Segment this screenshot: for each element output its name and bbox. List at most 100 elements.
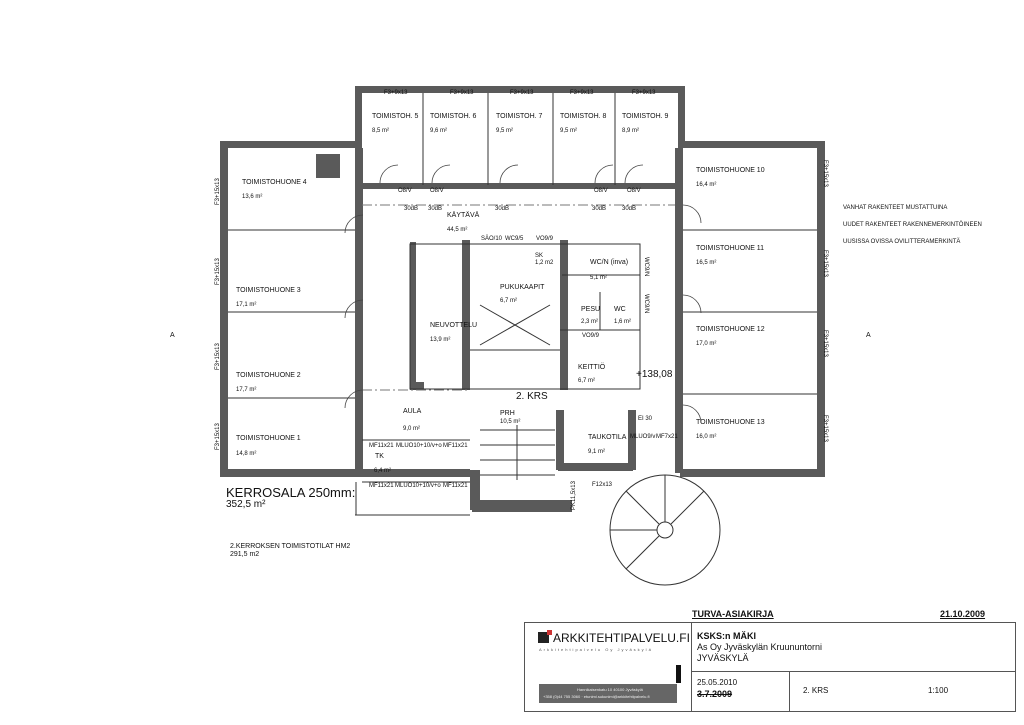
svg-text:13,6 m²: 13,6 m² xyxy=(242,194,262,200)
svg-text:O8/V: O8/V xyxy=(398,188,412,194)
svg-text:NEUVOTTELU: NEUVOTTELU xyxy=(430,322,477,329)
svg-text:9,0 m²: 9,0 m² xyxy=(403,426,420,432)
svg-text:VO9/9: VO9/9 xyxy=(536,236,554,242)
kerrosala-title: KERROSALA 250mm: xyxy=(226,485,356,500)
svg-text:9,6 m²: 9,6 m² xyxy=(430,128,447,134)
revision-date: 25.05.2010 xyxy=(697,678,738,687)
side-window-label: F3+15x13 xyxy=(822,330,828,358)
svg-text:8,9 m²: 8,9 m² xyxy=(622,128,639,134)
svg-text:WC9/5: WC9/5 xyxy=(505,236,524,242)
kerrosala-value: 352,5 m² xyxy=(226,499,266,510)
address-bar: Hannikaisenkatu 10 40100 Jyväskylä +358 … xyxy=(539,684,677,703)
svg-text:9,5 m²: 9,5 m² xyxy=(496,128,513,134)
svg-text:F3+9x13: F3+9x13 xyxy=(384,90,408,96)
office-area-title: 2.KERROKSEN TOIMISTOTILAT HM2 xyxy=(230,543,351,550)
logo-mark-icon xyxy=(538,630,552,643)
svg-text:O8/V: O8/V xyxy=(594,188,608,194)
legend-item: VANHAT RAKENTEET MUSTATTUINA xyxy=(843,205,948,211)
svg-text:30dB: 30dB xyxy=(404,206,418,212)
svg-text:5,1 m²: 5,1 m² xyxy=(590,275,607,281)
svg-text:KÄYTÄVÄ: KÄYTÄVÄ xyxy=(447,211,480,219)
section-mark-left: A xyxy=(170,332,175,339)
svg-text:F3+9x13: F3+9x13 xyxy=(510,90,534,96)
svg-text:9,5 m²: 9,5 m² xyxy=(560,128,577,134)
city: JYVÄSKYLÄ xyxy=(697,653,749,663)
section-mark-right: A xyxy=(866,332,871,339)
svg-text:TOIMISTOH. 6: TOIMISTOH. 6 xyxy=(430,113,477,120)
address: Hannikaisenkatu 10 40100 Jyväskylä xyxy=(577,687,643,692)
svg-text:9,1 m²: 9,1 m² xyxy=(588,449,605,455)
window-labels: F3+9x13 F3+9x13 F3+9x13 F3+9x13 F3+9x13 … xyxy=(215,90,828,510)
partitions xyxy=(228,93,817,516)
svg-text:F3+9x13: F3+9x13 xyxy=(450,90,474,96)
svg-text:AULA: AULA xyxy=(403,408,422,415)
side-window-label: F3+15x13 xyxy=(215,177,221,205)
svg-text:TOIMISTOH. 5: TOIMISTOH. 5 xyxy=(372,113,419,120)
scale-label: 1:100 xyxy=(928,686,949,695)
svg-text:TOIMISTOHUONE 3: TOIMISTOHUONE 3 xyxy=(236,287,301,294)
elevation-label: +138,08 xyxy=(636,369,673,380)
svg-text:30dB: 30dB xyxy=(622,206,636,212)
doors xyxy=(344,164,702,424)
svg-text:6,7 m²: 6,7 m² xyxy=(578,378,595,384)
svg-text:TOIMISTOHUONE 11: TOIMISTOHUONE 11 xyxy=(696,245,764,252)
svg-text:F3+9x13: F3+9x13 xyxy=(570,90,594,96)
side-window-label: F3+15x13 xyxy=(822,250,828,278)
wc-door-label: WC9/N xyxy=(643,257,649,276)
svg-text:16,5 m²: 16,5 m² xyxy=(696,260,716,266)
sheet-label: 2. KRS xyxy=(803,686,829,695)
svg-text:30dB: 30dB xyxy=(495,206,509,212)
svg-text:MF11x21: MF11x21 xyxy=(369,443,394,449)
svg-text:TOIMISTOH. 9: TOIMISTOH. 9 xyxy=(622,113,669,120)
legend-item: UUDET RAKENTEET RAKENNEMERKINTÖINEEN xyxy=(843,222,982,228)
svg-text:WC: WC xyxy=(614,306,626,313)
side-window-label: F3+15x13 xyxy=(215,422,221,450)
svg-text:6,7 m²: 6,7 m² xyxy=(500,298,517,304)
side-window-label: F3+15x13 xyxy=(215,257,221,285)
svg-text:O8/V: O8/V xyxy=(430,188,444,194)
svg-text:F3+9x13: F3+9x13 xyxy=(632,90,656,96)
room-labels: TOIMISTOH. 5 8,5 m² TOIMISTOH. 6 9,6 m² TO… xyxy=(236,113,765,474)
company-logo: ARKKITEHTIPALVELU.FI Arkkitehtipalvelu O… xyxy=(525,623,692,711)
svg-text:MF11x21: MF11x21 xyxy=(443,443,468,449)
side-window-label: F3+15x13 xyxy=(822,415,828,443)
svg-text:TAUKOTILA: TAUKOTILA xyxy=(588,434,627,441)
svg-text:30dB: 30dB xyxy=(428,206,442,212)
svg-text:SÄO/10: SÄO/10 xyxy=(481,235,503,242)
wc-door-label: WC9/N xyxy=(643,294,649,313)
legend: VANHAT RAKENTEET MUSTATTUINA UUDET RAKEN… xyxy=(843,200,982,251)
walls xyxy=(220,86,825,512)
svg-text:1,2 m2: 1,2 m2 xyxy=(535,260,554,266)
svg-text:PUKUKAAPIT: PUKUKAAPIT xyxy=(500,284,545,291)
svg-text:O8/V: O8/V xyxy=(627,188,641,194)
svg-text:8,5 m²: 8,5 m² xyxy=(372,128,389,134)
svg-text:PESU: PESU xyxy=(581,306,600,313)
document-type: TURVA-ASIAKIRJA xyxy=(692,609,774,619)
svg-text:MLUO9/v: MLUO9/v xyxy=(630,434,655,440)
floor-label: 2. KRS xyxy=(516,391,548,402)
side-window-label: F3+15x13 xyxy=(215,342,221,370)
svg-text:MF11x21: MF11x21 xyxy=(443,483,468,489)
svg-text:10,5 m²: 10,5 m² xyxy=(500,419,520,425)
svg-text:SK: SK xyxy=(535,253,543,259)
company-subtitle: Arkkitehtipalvelu Oy Jyväskylä xyxy=(539,647,653,652)
company-name: ARKKITEHTIPALVELU.FI xyxy=(553,631,690,645)
svg-text:TOIMISTOH. 8: TOIMISTOH. 8 xyxy=(560,113,607,120)
svg-text:TOIMISTOHUONE 13: TOIMISTOHUONE 13 xyxy=(696,419,765,426)
office-area-value: 291,5 m2 xyxy=(230,551,260,558)
legend-item: UUSISSA OVISSA OVILITTERAMERKINTÄ xyxy=(843,239,961,245)
svg-text:17,1 m²: 17,1 m² xyxy=(236,302,256,308)
svg-text:44,5 m²: 44,5 m² xyxy=(447,227,467,233)
project-name: KSKS:n MÄKI xyxy=(697,631,756,641)
svg-text:TOIMISTOHUONE 4: TOIMISTOHUONE 4 xyxy=(242,179,307,186)
svg-text:TOIMISTOHUONE 2: TOIMISTOHUONE 2 xyxy=(236,372,301,379)
client-name: As Oy Jyväskylän Kruununtorni xyxy=(697,642,823,652)
svg-text:17,0 m²: 17,0 m² xyxy=(696,341,716,347)
original-date: 3.7.2009 xyxy=(697,689,733,699)
svg-text:16,0 m²: 16,0 m² xyxy=(696,434,716,440)
svg-text:TK: TK xyxy=(375,453,384,460)
contact: +358 (0)44 755 3060 · etunimi.sukunimi@a… xyxy=(543,694,650,699)
svg-text:13,9 m²: 13,9 m² xyxy=(430,337,450,343)
svg-text:MF7x21: MF7x21 xyxy=(656,434,678,440)
svg-text:TOIMISTOHUONE 10: TOIMISTOHUONE 10 xyxy=(696,167,765,174)
